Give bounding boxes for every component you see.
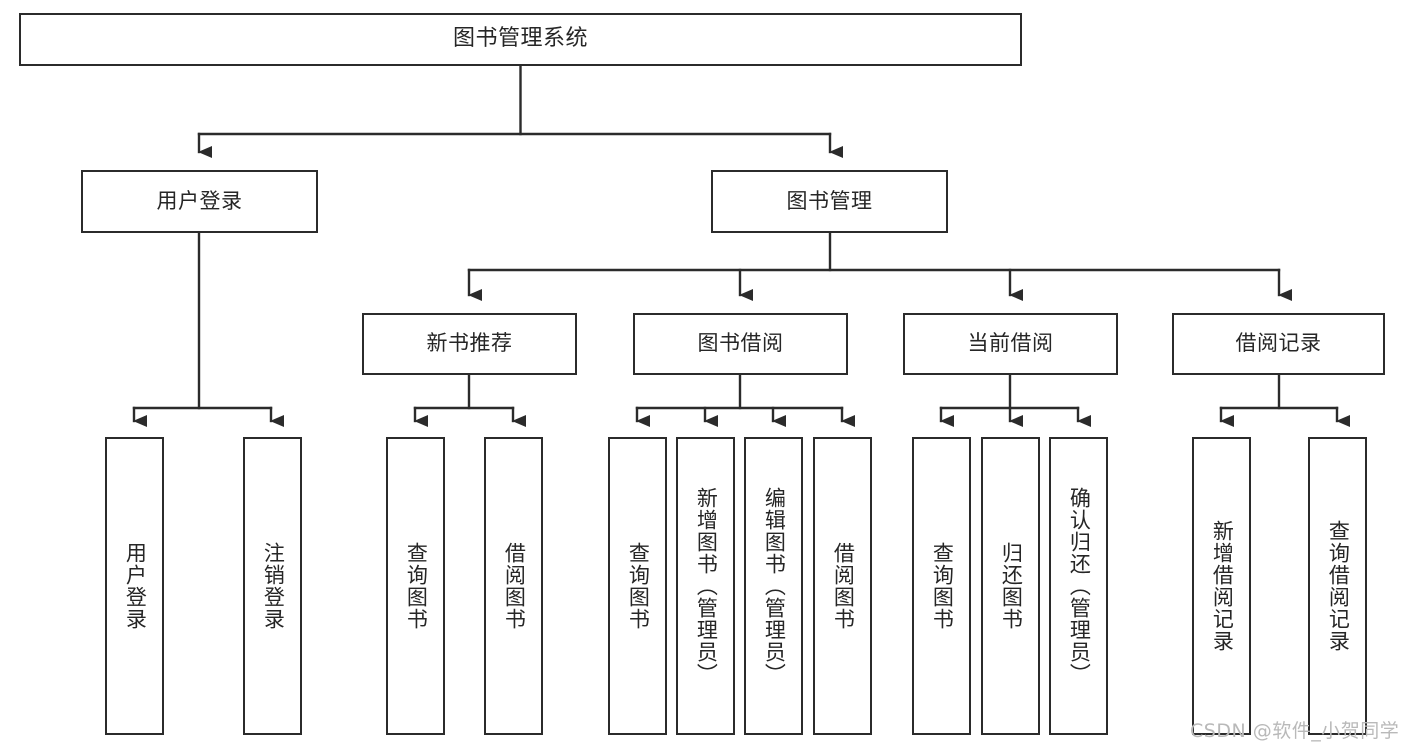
node-label: 新增图书（管理员） xyxy=(694,487,719,685)
node-label: 新增借阅记录 xyxy=(1210,520,1235,652)
node-leaf-query-record[interactable]: 查询借阅记录 xyxy=(1308,437,1367,735)
node-current-borrow[interactable]: 当前借阅 xyxy=(903,313,1118,375)
node-label: 注销登录 xyxy=(261,542,286,630)
node-leaf-query-book-1[interactable]: 查询图书 xyxy=(386,437,445,735)
node-label: 用户登录 xyxy=(123,542,148,630)
node-borrow-record[interactable]: 借阅记录 xyxy=(1172,313,1385,375)
node-leaf-borrow-book-2[interactable]: 借阅图书 xyxy=(813,437,872,735)
node-root-system[interactable]: 图书管理系统 xyxy=(19,13,1022,66)
node-label: 查询图书 xyxy=(626,542,651,630)
node-book-borrow[interactable]: 图书借阅 xyxy=(633,313,848,375)
node-leaf-borrow-book-1[interactable]: 借阅图书 xyxy=(484,437,543,735)
node-leaf-add-record[interactable]: 新增借阅记录 xyxy=(1192,437,1251,735)
node-label: 借阅图书 xyxy=(831,542,856,630)
node-label: 借阅图书 xyxy=(502,542,527,630)
node-label: 编辑图书（管理员） xyxy=(762,487,787,685)
node-label: 归还图书 xyxy=(999,542,1024,630)
node-leaf-edit-book[interactable]: 编辑图书（管理员） xyxy=(744,437,803,735)
node-leaf-logout-login[interactable]: 注销登录 xyxy=(243,437,302,735)
node-label: 查询图书 xyxy=(404,542,429,630)
node-new-book-recommend[interactable]: 新书推荐 xyxy=(362,313,577,375)
node-label: 查询借阅记录 xyxy=(1326,520,1351,652)
node-leaf-user-login[interactable]: 用户登录 xyxy=(105,437,164,735)
node-leaf-query-book-2[interactable]: 查询图书 xyxy=(608,437,667,735)
node-leaf-confirm-return[interactable]: 确认归还（管理员） xyxy=(1049,437,1108,735)
node-label: 查询图书 xyxy=(930,542,955,630)
node-leaf-add-book[interactable]: 新增图书（管理员） xyxy=(676,437,735,735)
node-label: 确认归还（管理员） xyxy=(1067,487,1092,685)
node-leaf-query-book-3[interactable]: 查询图书 xyxy=(912,437,971,735)
node-book-manage[interactable]: 图书管理 xyxy=(711,170,948,233)
node-user-login[interactable]: 用户登录 xyxy=(81,170,318,233)
node-leaf-return-book[interactable]: 归还图书 xyxy=(981,437,1040,735)
